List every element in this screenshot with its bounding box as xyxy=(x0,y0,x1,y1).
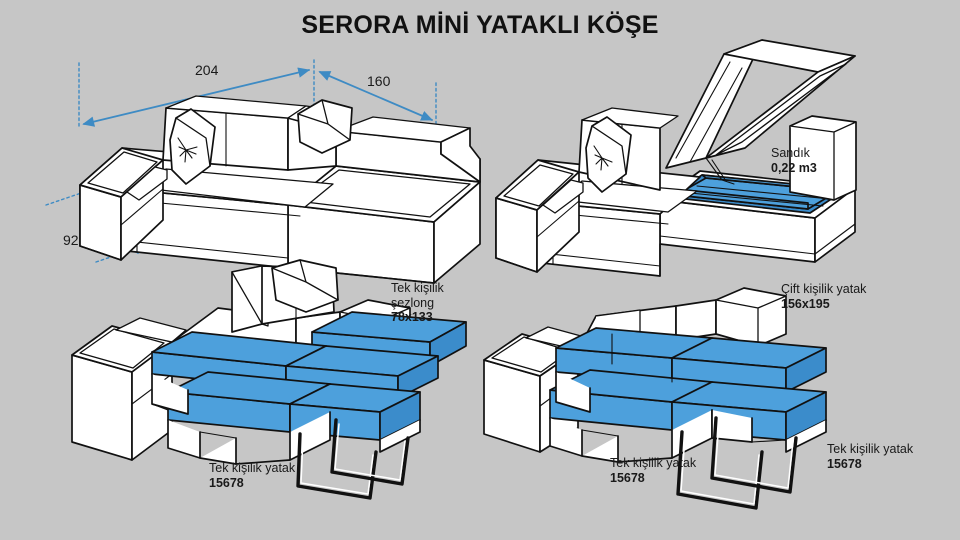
label-storage-line2: 0,22 m3 xyxy=(771,160,817,175)
metal-leg-center xyxy=(676,430,764,510)
dimension-label-chaise: 160 xyxy=(367,73,391,89)
label-single-bed-left-line2: 15678 xyxy=(209,475,244,490)
label-single-bed-right-line1: Tek kişilik yatak xyxy=(827,442,914,456)
label-double-bed-line1: Çift kişilik yatak xyxy=(781,282,867,296)
view-single-bed xyxy=(71,259,467,500)
label-chaise-single-line3: 78x133 xyxy=(391,310,433,324)
label-chaise-single-line2: şezlong xyxy=(391,295,435,310)
label-storage: Sandık 0,22 m3 xyxy=(771,146,817,175)
label-single-bed-center-line1: Tek kişilik yatak xyxy=(610,456,697,470)
label-single-bed-right-line2: 15678 xyxy=(827,456,862,471)
label-double-bed-line2: 156x195 xyxy=(781,296,830,311)
metal-leg-center-rear xyxy=(710,416,798,494)
label-single-bed-center-line2: 15678 xyxy=(610,470,645,485)
label-storage-line1: Sandık xyxy=(771,146,810,160)
label-double-bed: Çift kişilik yatak 156x195 xyxy=(781,282,866,311)
metal-leg-rear xyxy=(330,418,410,486)
label-single-bed-right: Tek kişilik yatak 15678 xyxy=(827,442,913,471)
view-double-bed xyxy=(483,287,827,510)
label-chaise-single: Tek kişilik şezlong 78x133 xyxy=(391,281,444,325)
label-single-bed-left-line1: Tek kişilik yatak xyxy=(209,461,296,475)
dimension-label-depth: 92 xyxy=(63,232,79,248)
view-closed-sofa xyxy=(45,59,481,284)
label-single-bed-left: Tek kişilik yatak 15678 xyxy=(209,461,295,490)
label-single-bed-center: Tek kişilik yatak 15678 xyxy=(610,456,696,485)
label-chaise-single-line1: Tek kişilik xyxy=(391,281,444,295)
dimension-arrow-160 xyxy=(318,71,433,121)
view-storage-open xyxy=(495,39,857,277)
page-title: SERORA MİNİ YATAKLI KÖŞE xyxy=(301,11,659,39)
dimension-label-width: 204 xyxy=(195,62,219,78)
